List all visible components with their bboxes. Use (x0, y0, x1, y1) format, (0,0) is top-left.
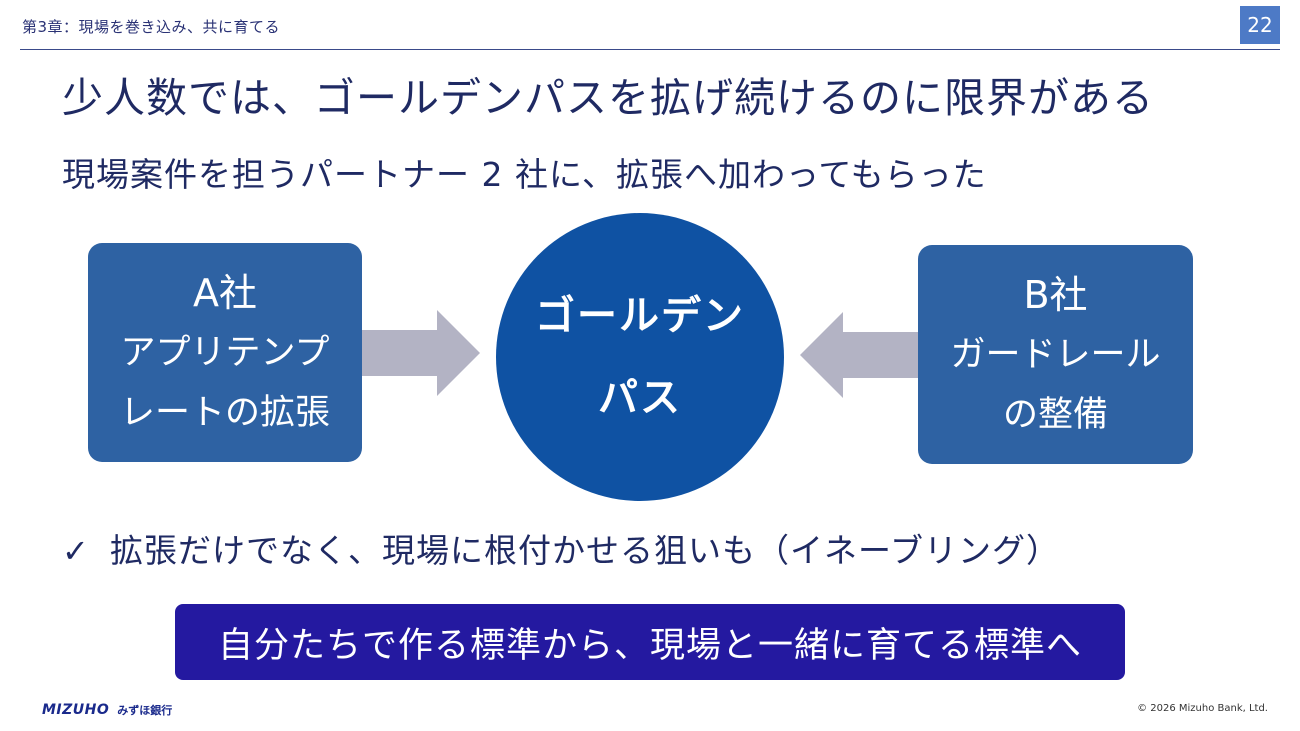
check-icon: ✓ (62, 532, 90, 570)
partner-b-desc-line1: ガードレール (950, 334, 1161, 375)
logo-en: MIZUHO (42, 702, 110, 718)
partner-b-desc-line2: の整備 (1002, 394, 1108, 435)
partner-a-desc-line2: レートの拡張 (119, 392, 330, 433)
conclusion-banner: 自分たちで作る標準から、現場と一緒に育てる標準へ (175, 604, 1125, 680)
check-item: ✓ 拡張だけでなく、現場に根付かせる狙いも（イネーブリング） (62, 524, 1060, 572)
arrow-left-icon (800, 312, 918, 398)
check-text: 拡張だけでなく、現場に根付かせる狙いも（イネーブリング） (110, 531, 1061, 570)
chapter-label: 第3章：現場を巻き込み、共に育てる (22, 18, 281, 36)
partner-a-name: A社 (193, 270, 257, 315)
logo-jp: みずほ銀行 (117, 704, 173, 717)
partner-b-name: B社 (1023, 272, 1088, 317)
golden-path-circle: ゴールデン パス (496, 213, 784, 501)
page-number: 22 (1240, 6, 1280, 44)
copyright: © 2026 Mizuho Bank, Ltd. (1137, 703, 1268, 714)
partner-a-box: A社 アプリテンプ レートの拡張 (88, 243, 362, 462)
mizuho-logo: MIZUHO みずほ銀行 (42, 702, 172, 718)
golden-path-line1: ゴールデン (535, 293, 745, 339)
header-divider (20, 49, 1280, 50)
slide-title: 少人数では、ゴールデンパスを拡げ続けるのに限界がある (62, 74, 1154, 122)
golden-path-line2: パス (598, 375, 682, 421)
slide-subtitle: 現場案件を担うパートナー 2 社に、拡張へ加わってもらった (62, 155, 987, 194)
partner-a-desc-line1: アプリテンプ (120, 332, 330, 373)
arrow-right-icon (362, 310, 480, 396)
partner-b-box: B社 ガードレール の整備 (918, 245, 1193, 464)
